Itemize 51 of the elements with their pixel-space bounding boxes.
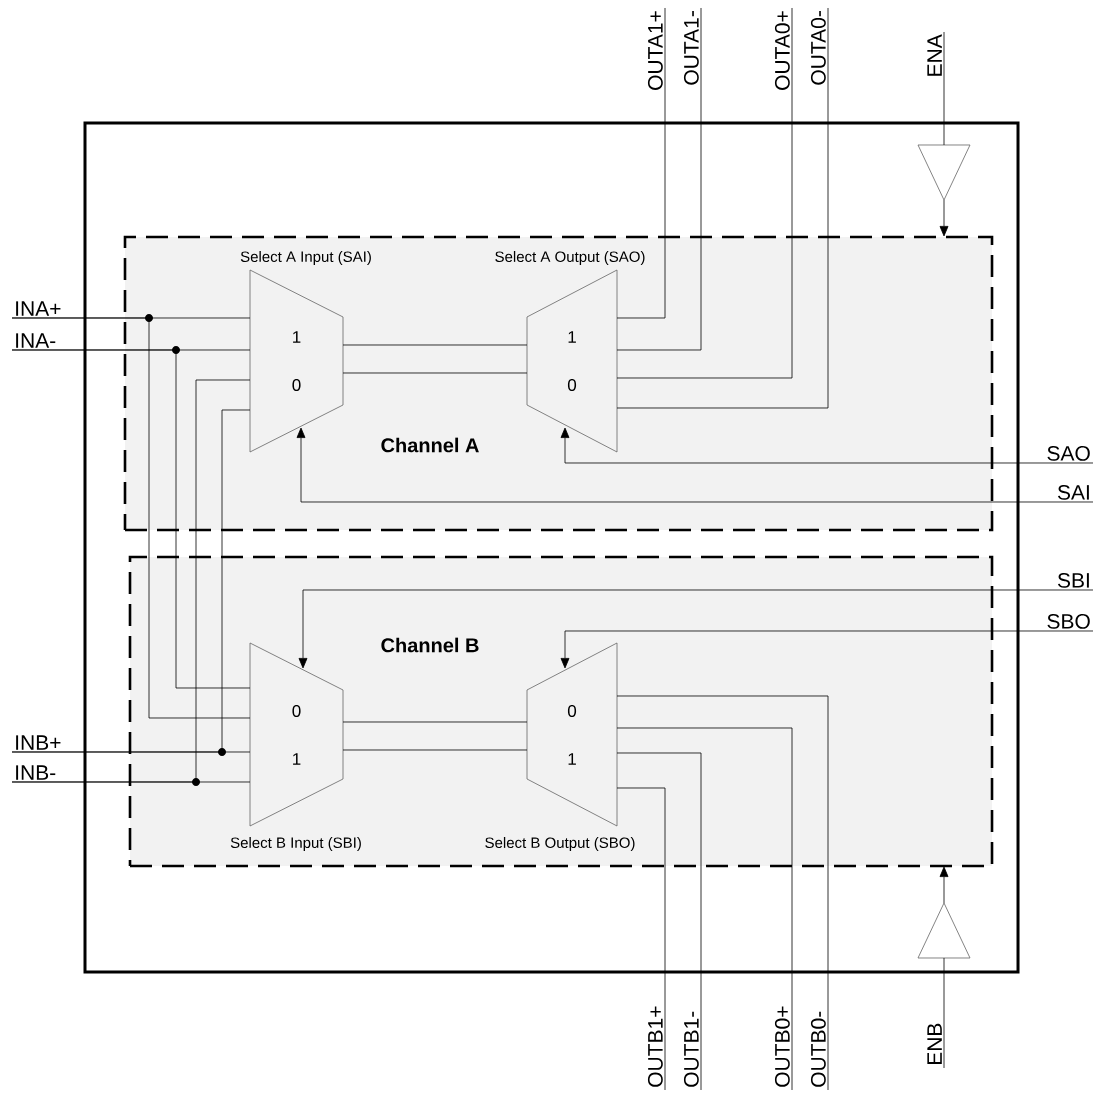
pin-label: SBO — [1047, 613, 1090, 629]
arrow — [560, 630, 1094, 669]
signal-line — [616, 7, 702, 351]
signal-line — [616, 787, 666, 1091]
arrow — [298, 589, 1094, 669]
buffer-triangle — [917, 902, 971, 959]
pin-label: OUTA0+ — [774, 11, 790, 90]
mux-label: Select B Input (SBI) — [230, 837, 361, 851]
signal-line — [342, 372, 528, 374]
mux-label: Select B Output (SBO) — [485, 837, 635, 851]
mux-label: Select A Output (SAO) — [495, 251, 645, 265]
signal-line — [616, 7, 829, 409]
signal-line — [616, 7, 793, 379]
signal-line — [11, 349, 251, 689]
multiplexer: 0 1 — [249, 642, 344, 827]
pin-label: INB+ — [16, 735, 61, 750]
pin-label: OUTA1+ — [647, 11, 663, 90]
pin-label: OUTB1+ — [647, 1006, 663, 1087]
multiplexer: 0 1 — [526, 642, 618, 827]
buffer-triangle — [917, 144, 971, 201]
pin-label: INB- — [16, 765, 56, 780]
pin-label: ENA — [927, 34, 942, 76]
signal-line — [616, 727, 793, 1091]
pin-label: INA- — [16, 333, 56, 348]
chip-outline — [83, 121, 1020, 974]
pin-label: OUTA0- — [810, 11, 826, 85]
pin-label: OUTA1- — [683, 11, 699, 85]
arrow — [560, 427, 1094, 464]
pin-label: OUTB0- — [810, 1011, 826, 1087]
pin-label: ENB — [927, 1023, 942, 1065]
pin-label: OUTB0+ — [774, 1006, 790, 1087]
signal-line — [342, 721, 528, 723]
signal-line — [616, 752, 702, 1091]
multiplexer: 1 0 — [526, 269, 618, 453]
signal-line — [11, 317, 251, 719]
signal-line — [943, 957, 945, 1069]
pin-label: OUTB1- — [683, 1011, 699, 1087]
signal-line — [616, 695, 829, 1091]
signal-line — [342, 749, 528, 751]
signal-line — [342, 344, 528, 346]
arrow — [296, 427, 1094, 503]
arrow — [939, 866, 949, 904]
pin-label: SBI — [1057, 572, 1089, 588]
signal-line — [616, 7, 666, 319]
signal-line — [943, 31, 945, 146]
multiplexer: 1 0 — [249, 269, 344, 453]
arrow — [939, 199, 949, 237]
pin-label: SAO — [1047, 445, 1090, 461]
mux-label: Select A Input (SAI) — [240, 251, 371, 265]
pin-label: INA+ — [16, 301, 61, 316]
pin-label: SAI — [1057, 484, 1089, 500]
